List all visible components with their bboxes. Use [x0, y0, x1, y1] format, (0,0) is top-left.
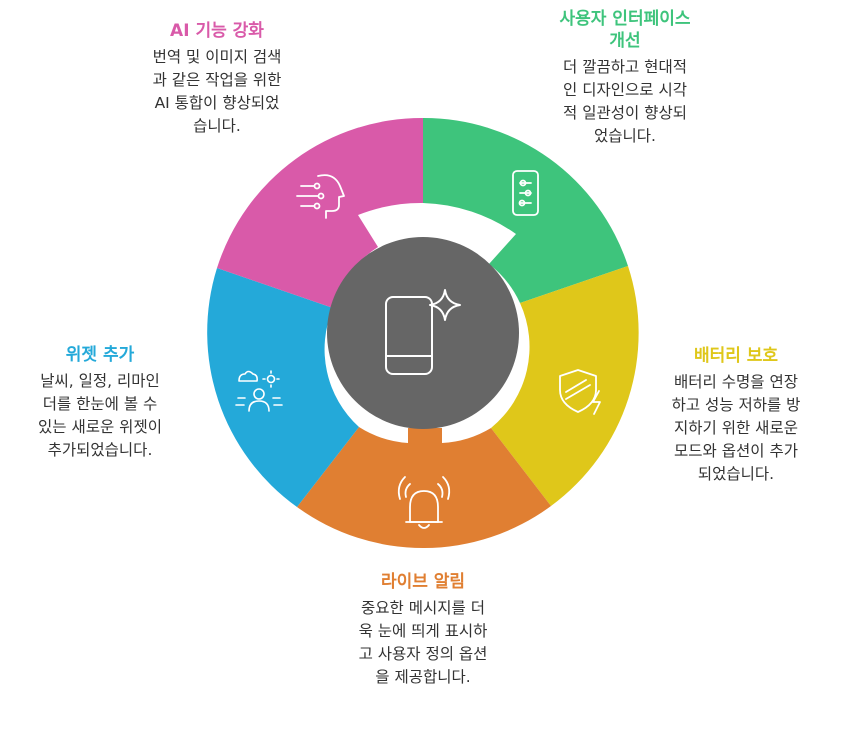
- ui-description: 더 깔끔하고 현대적 인 디자인으로 시각 적 일관성이 향상되 었습니다.: [563, 58, 687, 145]
- label-ai: AI 기능 강화 번역 및 이미지 검색 과 같은 작업을 위한 AI 통합이 …: [112, 20, 322, 138]
- live-title: 라이브 알림: [380, 572, 466, 592]
- label-live: 라이브 알림 중요한 메시지를 더 욱 눈에 띄게 표시하 고 사용자 정의 옵…: [320, 571, 526, 689]
- battery-description: 배터리 수명을 연장 하고 성능 저하를 방 지하기 위한 새로운 모드와 옵션…: [671, 373, 801, 483]
- shield-bolt-icon: [559, 369, 601, 415]
- segment-ai: [217, 117, 423, 308]
- ai-title: AI 기능 강화: [170, 21, 264, 41]
- label-widget: 위젯 추가 날씨, 일정, 리마인 더를 한눈에 볼 수 있는 새로운 위젯이 …: [10, 344, 190, 462]
- segment-live: [297, 427, 551, 549]
- live-description: 중요한 메시지를 더 욱 눈에 띄게 표시하 고 사용자 정의 옵션 을 제공합…: [358, 599, 488, 686]
- ai-head-icon: [296, 174, 345, 219]
- ui-title: 사용자 인터페이스 개선: [559, 9, 691, 51]
- widget-description: 날씨, 일정, 리마인 더를 한눈에 볼 수 있는 새로운 위젯이 추가되었습니…: [38, 372, 162, 459]
- battery-title: 배터리 보호: [693, 346, 779, 366]
- ai-description: 번역 및 이미지 검색 과 같은 작업을 위한 AI 통합이 향상되었 습니다.: [152, 48, 282, 135]
- bell-ringing-icon: [397, 476, 451, 529]
- segment-ui: [423, 117, 628, 303]
- widget-title: 위젯 추가: [65, 345, 135, 365]
- label-ui: 사용자 인터페이스 개선 더 깔끔하고 현대적 인 디자인으로 시각 적 일관성…: [520, 8, 730, 148]
- center-circle: [327, 237, 519, 429]
- segment-battery: [491, 266, 639, 506]
- phone-sparkle-icon: [385, 289, 461, 375]
- label-battery: 배터리 보호 배터리 수명을 연장 하고 성능 저하를 방 지하기 위한 새로운…: [644, 345, 828, 486]
- phone-sliders-icon: [512, 170, 539, 216]
- weather-person-icon: [235, 370, 283, 412]
- segment-widget: [207, 268, 359, 507]
